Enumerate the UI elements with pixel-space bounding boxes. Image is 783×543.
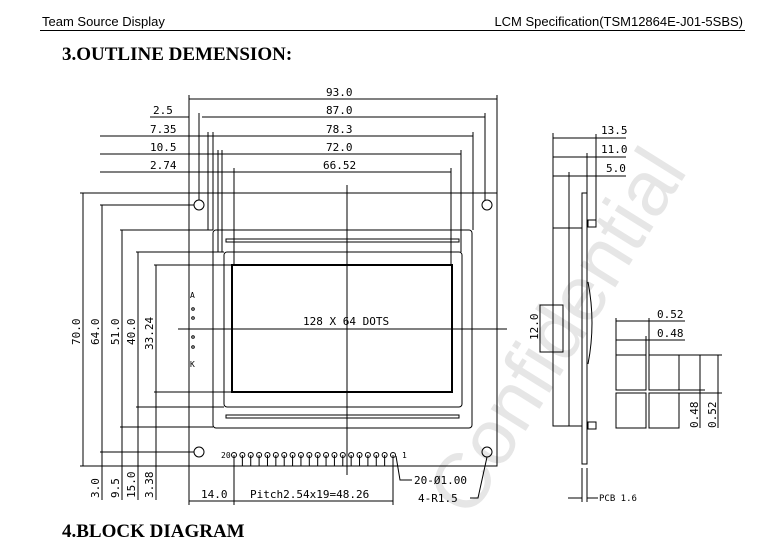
dim-13-5: 13.5 [601, 124, 628, 137]
header-spec: LCM Specification(TSM12864E-J01-5SBS) [494, 14, 743, 29]
pin-20-label: 20 [221, 451, 231, 460]
dim-87: 87.0 [326, 104, 353, 117]
dim-72: 72.0 [326, 141, 353, 154]
dim-2-74: 2.74 [150, 159, 177, 172]
mount-hole [193, 446, 205, 458]
mount-hole [481, 199, 493, 211]
dim-dot-h: 0.48 [657, 327, 684, 340]
display-label: 128 X 64 DOTS [303, 315, 389, 328]
left-dimensions: 70.0 64.0 51.0 40.0 33.24 3.0 9.5 15.0 3… [70, 192, 232, 500]
pin-hole-label: 20-Ø1.00 [414, 474, 467, 487]
dim-93: 93.0 [326, 86, 353, 99]
dim-12-0: 12.0 [528, 314, 541, 341]
dim-pitch-v: 0.52 [706, 402, 719, 429]
dim-64: 64.0 [89, 319, 102, 346]
lcm-side-view: 13.5 11.0 5.0 12.0 PCB 1.6 [528, 124, 637, 504]
dim-15-0: 15.0 [125, 472, 138, 499]
dim-2-5: 2.5 [153, 104, 173, 117]
dim-10-5: 10.5 [150, 141, 177, 154]
dim-dot-v: 0.48 [688, 402, 701, 429]
dim-5-0: 5.0 [606, 162, 626, 175]
pcb-label: PCB 1.6 [599, 494, 637, 504]
mount-hole [193, 199, 205, 211]
outline-drawing: Confidential 93.0 87.0 78.3 72.0 66.52 2… [70, 86, 722, 529]
bezel-strip [225, 238, 460, 243]
top-dimensions: 93.0 87.0 78.3 72.0 66.52 2.5 7.35 10.5 … [100, 86, 498, 265]
dot-detail: 0.52 0.48 0.48 0.52 [615, 308, 722, 429]
dim-70: 70.0 [70, 319, 83, 346]
next-section-title: 4.BLOCK DIAGRAM [62, 521, 245, 542]
dim-78-3: 78.3 [326, 123, 353, 136]
dim-9-5: 9.5 [109, 478, 122, 498]
dim-40: 40.0 [125, 319, 138, 346]
dim-3-38: 3.38 [143, 472, 156, 499]
dim-66-52: 66.52 [323, 159, 356, 172]
pin-row [231, 452, 396, 466]
backlight-cathode-label: K [190, 360, 195, 369]
dim-3-0: 3.0 [89, 478, 102, 498]
dim-14: 14.0 [201, 488, 228, 501]
header-divider [40, 30, 745, 31]
mount-radius-label: 4-R1.5 [418, 492, 458, 505]
dim-51: 51.0 [109, 319, 122, 346]
dim-7-35: 7.35 [150, 123, 177, 136]
dim-11-0: 11.0 [601, 143, 628, 156]
header-company: Team Source Display [42, 14, 165, 29]
dim-33-24: 33.24 [143, 317, 156, 350]
dim-pitch-h: 0.52 [657, 308, 684, 321]
backlight-anode-label: A [190, 291, 195, 300]
bezel-strip [225, 414, 460, 419]
section-title: 3.OUTLINE DEMENSION: [62, 44, 293, 65]
lcm-front-view: 128 X 64 DOTS A K 20 1 [178, 185, 507, 475]
bottom-dimensions: 14.0 Pitch2.54x19=48.26 20-Ø1.00 4-R1.5 [188, 455, 488, 505]
pin-1-label: 1 [402, 451, 407, 460]
connector [539, 304, 564, 353]
pitch-label: Pitch2.54x19=48.26 [250, 488, 369, 501]
